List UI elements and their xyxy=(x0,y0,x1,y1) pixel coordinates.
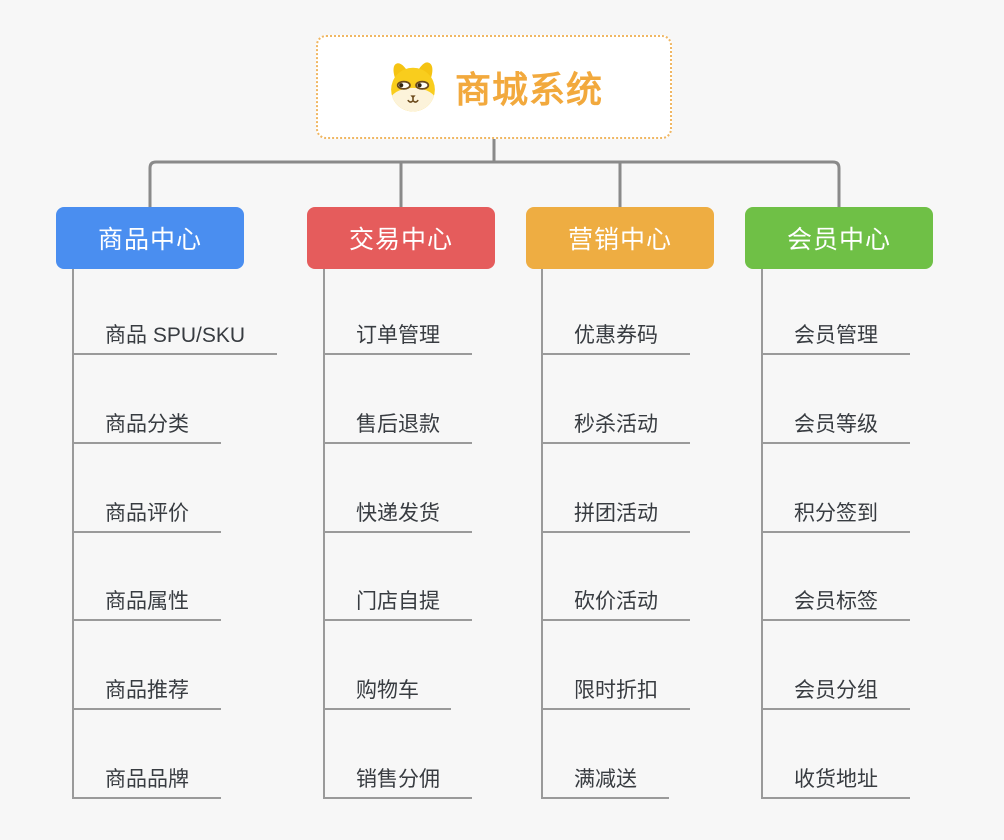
leaf-product-spu-sku[interactable]: 商品 SPU/SKU xyxy=(73,323,278,355)
leaf-aftersale-refund[interactable]: 售后退款 xyxy=(324,412,472,444)
leaf-product-brand[interactable]: 商品品牌 xyxy=(73,767,221,799)
leaf-shipping-address[interactable]: 收货地址 xyxy=(762,767,910,799)
leaf-order-management[interactable]: 订单管理 xyxy=(324,323,472,355)
leaf-points-checkin[interactable]: 积分签到 xyxy=(762,501,910,533)
root-title: 商城系统 xyxy=(454,69,603,110)
leaf-sales-commission[interactable]: 销售分佣 xyxy=(324,767,472,799)
leaf-group-buy[interactable]: 拼团活动 xyxy=(542,501,690,533)
leaf-limited-time-discount[interactable]: 限时折扣 xyxy=(542,678,690,710)
leaf-shopping-cart[interactable]: 购物车 xyxy=(324,678,451,710)
leaf-store-pickup[interactable]: 门店自提 xyxy=(324,589,472,621)
leaf-coupon-code[interactable]: 优惠券码 xyxy=(542,323,690,355)
leaf-product-recommend[interactable]: 商品推荐 xyxy=(73,678,221,710)
dog-icon xyxy=(391,62,435,112)
branch-marketing-center[interactable]: 营销中心 xyxy=(526,207,714,269)
leaf-product-review[interactable]: 商品评价 xyxy=(73,501,221,533)
leaf-bargain-activity[interactable]: 砍价活动 xyxy=(542,589,690,621)
leaf-member-tag[interactable]: 会员标签 xyxy=(762,589,910,621)
leaf-product-attribute[interactable]: 商品属性 xyxy=(73,589,221,621)
leaf-express-delivery[interactable]: 快递发货 xyxy=(324,501,472,533)
root-node-mall-system[interactable]: 商城系统 xyxy=(316,35,672,139)
leaf-member-group[interactable]: 会员分组 xyxy=(762,678,910,710)
leaf-spend-and-save[interactable]: 满减送 xyxy=(542,767,669,799)
branch-product-center[interactable]: 商品中心 xyxy=(56,207,244,269)
branch-member-center[interactable]: 会员中心 xyxy=(745,207,933,269)
leaf-product-category[interactable]: 商品分类 xyxy=(73,412,221,444)
leaf-member-level[interactable]: 会员等级 xyxy=(762,412,910,444)
branch-trade-center[interactable]: 交易中心 xyxy=(307,207,495,269)
leaf-member-management[interactable]: 会员管理 xyxy=(762,323,910,355)
leaf-flash-sale[interactable]: 秒杀活动 xyxy=(542,412,690,444)
